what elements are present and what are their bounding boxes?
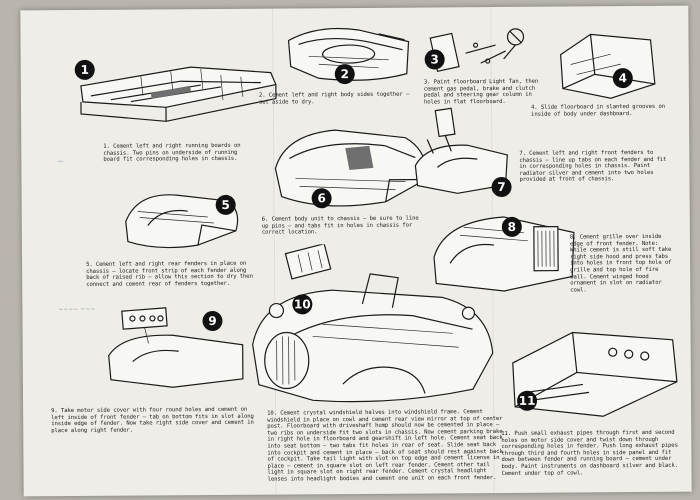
- dashboard-drawing-icon: [550, 24, 661, 105]
- exhaust-drawing-icon: [493, 322, 684, 427]
- step-3-badge: 3: [424, 49, 445, 70]
- step-2-badge: 2: [334, 64, 355, 85]
- instruction-sheet: 1 1. Cement left and right running board…: [20, 5, 692, 497]
- step-6-badge: 6: [311, 188, 332, 209]
- step-7-badge: 7: [491, 176, 512, 198]
- floorboard-parts-drawing-icon: [425, 23, 535, 79]
- step-1-text: 1. Cement left and right running boards …: [103, 142, 241, 163]
- front-fender-drawing-icon: [407, 105, 518, 202]
- step-8-badge: 8: [501, 216, 522, 237]
- step-11-text: 11. Push small exhaust pipes through fir…: [501, 429, 678, 477]
- pencil-mark: ⁓: [57, 158, 64, 166]
- full-car-drawing-icon: [242, 243, 503, 411]
- step-4-badge: 4: [612, 68, 633, 89]
- step-10-badge: 10: [292, 294, 313, 315]
- pencil-scribble: ~~~~ ~~~: [58, 305, 96, 314]
- step-3-text: 3. Paint floorboard Light Tan, then ceme…: [423, 78, 539, 106]
- step-7-text: 7. Cement left and right front fenders t…: [519, 149, 667, 184]
- body-drawing-icon: [278, 20, 418, 91]
- step-2-text: 2. Cement left and right body sides toge…: [258, 91, 410, 106]
- step-5-badge: 5: [215, 194, 236, 215]
- step-8-text: 8. Cement grille over inside edge of fro…: [569, 233, 672, 294]
- step-10-text: 10. Cement crystal windshield halves int…: [267, 409, 503, 483]
- step-5-text: 5. Cement left and right rear fenders in…: [86, 260, 253, 288]
- step-1-badge: 1: [74, 59, 95, 80]
- step-9-text: 9. Take motor side cover with four round…: [51, 406, 254, 434]
- step-6-text: 6. Cement body unit to chassis — be sure…: [261, 215, 419, 236]
- step-9-badge: 9: [202, 310, 223, 332]
- step-11-badge: 11: [516, 390, 538, 411]
- grille-drawing-icon: [424, 206, 585, 297]
- rear-fender-drawing-icon: [118, 181, 249, 260]
- chassis-drawing-icon: [71, 55, 282, 136]
- motor-cover-drawing-icon: [102, 299, 253, 392]
- step-4-text: 4. Slide floorboard in slanted grooves o…: [530, 103, 666, 118]
